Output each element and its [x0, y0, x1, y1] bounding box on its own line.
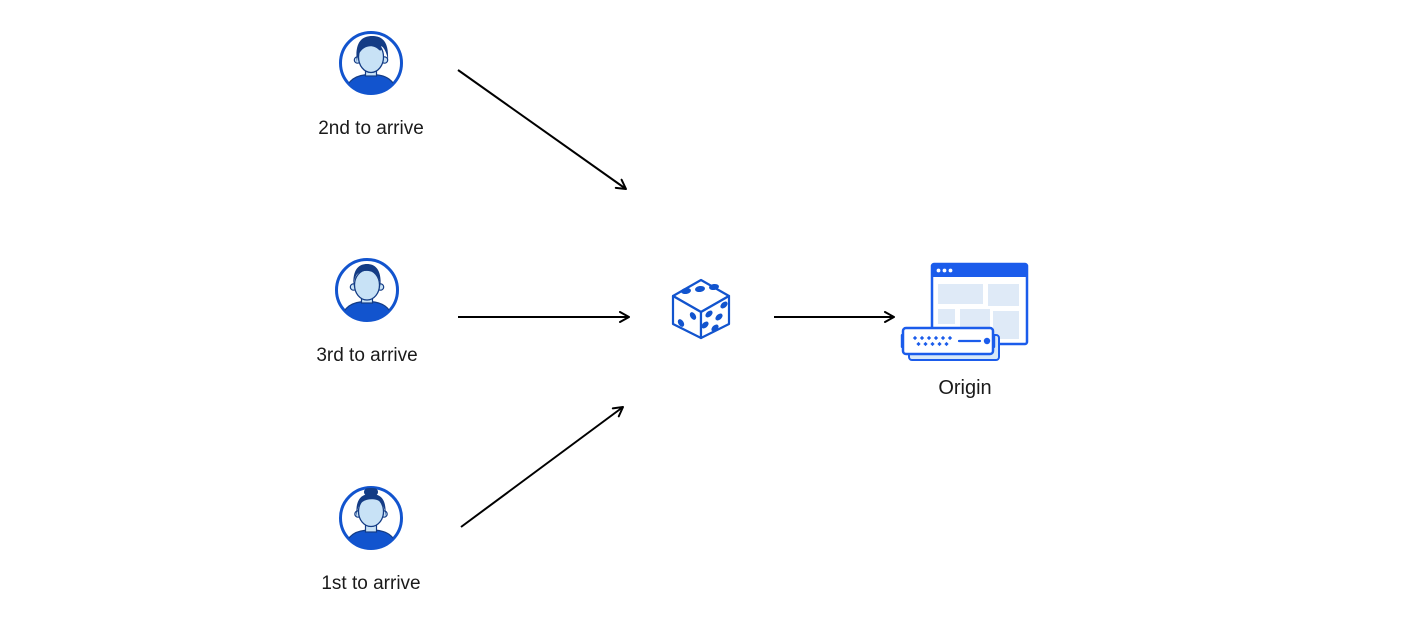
arrow-client-1st-to-dice	[460, 406, 624, 528]
user-avatar-female-icon	[339, 486, 403, 550]
server-icon	[900, 326, 1000, 361]
client-label: 1st to arrive	[321, 573, 421, 594]
dice-icon	[671, 278, 731, 340]
origin-server-icon	[900, 262, 1029, 361]
arrow-client-2nd-to-dice	[457, 69, 627, 190]
client-label: 3rd to arrive	[316, 345, 418, 366]
origin-label: Origin	[938, 377, 992, 399]
user-avatar-male-icon	[339, 31, 403, 95]
user-avatar-male-icon	[335, 258, 399, 322]
client-node-3rd: 3rd to arrive	[297, 256, 437, 367]
client-label: 2nd to arrive	[318, 118, 424, 139]
random-selector-node	[671, 278, 731, 340]
client-node-2nd: 2nd to arrive	[301, 29, 441, 140]
origin-node: Origin	[898, 262, 1032, 399]
client-node-1st: 1st to arrive	[301, 484, 441, 595]
